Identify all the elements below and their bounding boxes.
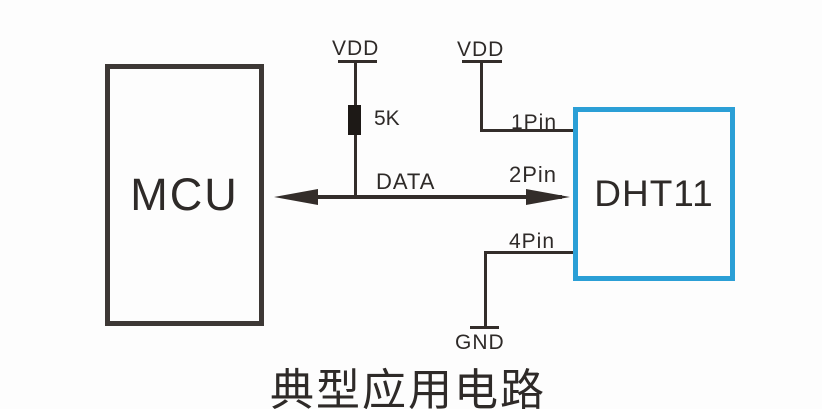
mcu-block: MCU [105, 64, 264, 326]
vdd-right-label: VDD [457, 38, 505, 61]
pin4-wire [484, 251, 573, 254]
diagram-title: 典型应用电路 [270, 366, 546, 409]
gnd-rail-bar [470, 326, 499, 329]
data-bus-wire [288, 195, 562, 199]
pullup-resistor-symbol [348, 105, 361, 135]
vdd-right-wire [480, 62, 483, 132]
mcu-label: MCU [130, 169, 239, 220]
arrow-right-icon [526, 189, 570, 205]
data-bus-label: DATA [376, 169, 436, 194]
pin1-wire [480, 129, 573, 132]
pin4-label: 4Pin [509, 230, 556, 253]
vdd-left-label: VDD [332, 37, 380, 60]
gnd-wire [484, 251, 487, 328]
arrow-left-icon [274, 189, 318, 205]
vdd-right-rail-bar [462, 60, 502, 63]
resistor-to-bus-wire [354, 135, 357, 197]
dht11-label: DHT11 [594, 173, 714, 214]
gnd-label: GND [455, 331, 505, 354]
vdd-left-wire [354, 62, 357, 105]
resistor-value-label: 5K [374, 107, 400, 130]
vdd-left-rail-bar [338, 60, 377, 63]
pin1-label: 1Pin [511, 111, 558, 134]
pin2-label: 2Pin [509, 162, 558, 187]
dht11-block: DHT11 [573, 107, 735, 281]
